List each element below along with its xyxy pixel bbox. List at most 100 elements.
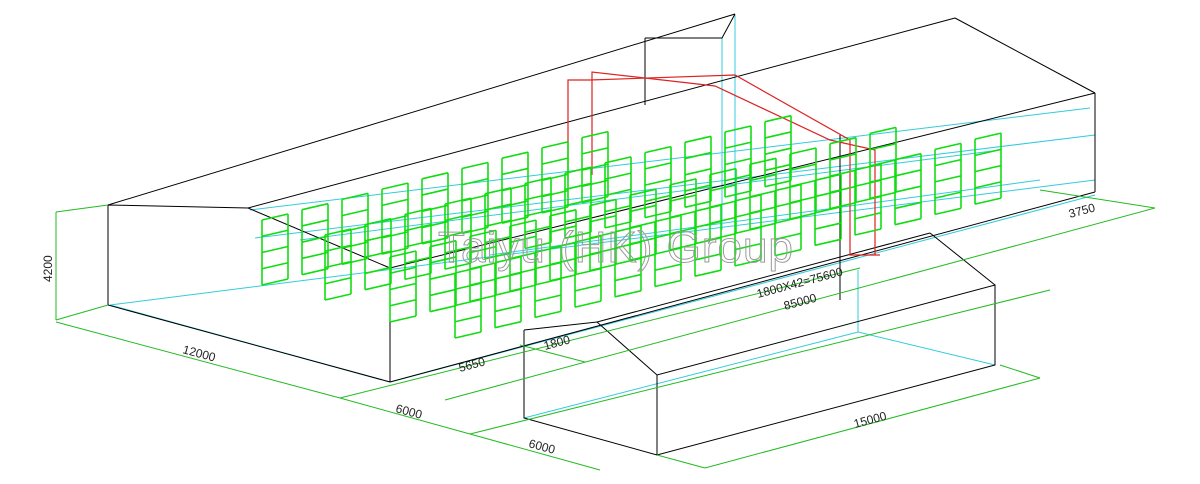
cage-bar: [429, 239, 457, 248]
aisle-dim-line: [469, 433, 601, 471]
dim-end-gap-label: 3750: [1067, 200, 1097, 221]
cage-bar: [549, 209, 577, 217]
height-ext: [55, 304, 109, 321]
cage-bar: [869, 126, 897, 135]
cage-bar: [654, 263, 682, 272]
cage-module: [974, 132, 1002, 205]
cage-bar: [261, 245, 289, 254]
cage-bar: [581, 147, 609, 155]
cage-bar: [429, 272, 457, 280]
cage-bar: [654, 230, 682, 239]
cage-module: [404, 207, 432, 281]
cage-bar: [709, 167, 737, 176]
cage-bar: [444, 213, 472, 222]
cage-bar: [589, 214, 617, 223]
cage-bar: [564, 198, 592, 207]
cage-bar: [389, 298, 417, 307]
cage-bar: [974, 132, 1002, 140]
height-ext: [55, 204, 109, 213]
cage-bar: [494, 320, 522, 329]
cage-bar: [404, 256, 432, 264]
cage-bar: [389, 250, 417, 258]
cage-bar: [724, 125, 752, 133]
cage-bar: [854, 228, 882, 236]
cage-bar: [541, 173, 569, 182]
cage-bar: [581, 179, 609, 188]
cage-bar: [429, 288, 457, 297]
cage-bar: [461, 226, 489, 235]
cage-bar: [389, 315, 417, 323]
front-gable: [107, 204, 391, 383]
cage-bar: [684, 135, 712, 144]
annex-outline: [523, 284, 996, 456]
cage-bar: [524, 241, 552, 250]
cage-bar: [364, 234, 392, 242]
cage-bar: [341, 241, 369, 249]
cage-bar: [534, 261, 562, 270]
cage-bar: [341, 208, 369, 217]
cage-bar: [494, 255, 522, 264]
dim-height-label: 4200: [41, 255, 55, 282]
watermark-text: Taiyu (HK) Group: [438, 223, 794, 272]
cage-module: [581, 130, 609, 204]
grid-line: [249, 107, 1091, 211]
cage-bar: [749, 173, 777, 182]
cage-bar: [541, 141, 569, 149]
cage-bar: [854, 195, 882, 204]
cage-bar: [734, 242, 762, 251]
cage-bar: [644, 194, 672, 203]
cage-bar: [974, 197, 1002, 205]
cage-bar: [774, 216, 802, 224]
cage-bar: [501, 151, 529, 159]
cage-bar: [534, 294, 562, 302]
dim-aisle-2-label: 6000: [527, 436, 557, 457]
dim-annex-label: 15000: [852, 409, 888, 431]
cage-bar: [381, 247, 409, 255]
cage-bar: [444, 229, 472, 238]
cage-module: [814, 173, 842, 247]
cage-bar: [724, 190, 752, 198]
cage-module: [541, 141, 569, 214]
cage-bar: [574, 267, 602, 276]
cage-bar: [974, 164, 1002, 173]
cage-bar: [541, 189, 569, 198]
cage-bar: [974, 181, 1002, 189]
cage-bar: [484, 252, 512, 260]
cage-bar: [644, 210, 672, 219]
cage-bar: [894, 169, 922, 177]
cage-bar: [604, 188, 632, 197]
cage-bar: [261, 229, 289, 238]
cage-bar: [484, 187, 512, 195]
cage-bar: [461, 177, 489, 186]
base-line: [389, 191, 1096, 383]
cage-bar: [444, 262, 472, 270]
cage-bar: [934, 142, 962, 151]
cage-module: [694, 204, 722, 277]
cage-bar: [694, 236, 722, 245]
aisle-dim-line: [339, 397, 471, 435]
cage-bar: [854, 163, 882, 171]
cage-bar: [724, 157, 752, 166]
cage-bar: [324, 276, 352, 285]
cage-bar: [364, 250, 392, 258]
cage-bar: [461, 194, 489, 202]
cage-bar: [364, 266, 392, 275]
cage-bar: [421, 188, 449, 196]
cage-bar: [789, 147, 817, 155]
cage-bar: [494, 304, 522, 313]
cage-bar: [541, 157, 569, 165]
cage-bar: [429, 256, 457, 264]
cage-module: [324, 228, 352, 301]
cage-bar: [301, 202, 329, 211]
cage-bar: [341, 225, 369, 233]
cage-bar: [604, 221, 632, 229]
cage-module: [389, 250, 417, 323]
annex-gable-edge: [929, 232, 996, 286]
cage-bar: [444, 246, 472, 254]
cage-bar: [381, 231, 409, 239]
cage-bar: [454, 314, 482, 323]
cage-bar: [669, 178, 697, 186]
cage-bar: [494, 272, 522, 280]
cage-module: [534, 245, 562, 319]
cage-bar: [261, 213, 289, 221]
